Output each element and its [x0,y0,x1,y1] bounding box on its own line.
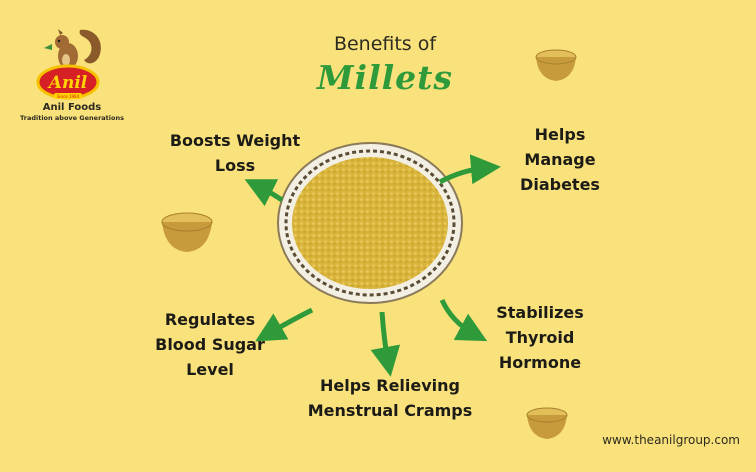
title-line-1: Benefits of [333,33,437,55]
green-arrow-icon [370,311,401,377]
millet-bowl-icon [526,407,568,439]
millet-bowl-icon [535,49,577,81]
benefit-stabilizes-thyroid: Stabilizes Thyroid Hormone [470,301,610,375]
benefit-line: Menstrual Cramps [307,400,473,420]
benefit-menstrual-cramps: Helps Relieving Menstrual Cramps [290,374,490,424]
benefit-line: Helps Relieving [319,376,461,395]
logo-company-name: Anil Foods [42,102,102,113]
benefit-line: Stabilizes [496,303,584,322]
brand-badge-text: Anil [47,73,88,93]
benefit-boosts-weight-loss: Boosts Weight Loss [150,129,320,179]
benefit-line: Level [186,359,234,379]
benefit-line: Thyroid [505,327,575,347]
benefit-line: Loss [214,155,256,175]
squirrel-logo-icon [44,29,101,69]
green-arrow-icon [439,298,488,342]
benefit-line: Diabetes [520,174,600,194]
millet-bowl-icon [161,212,213,252]
benefit-line: Blood Sugar [155,334,265,354]
benefit-line: Regulates [164,310,256,329]
benefit-regulates-blood-sugar: Regulates Blood Sugar Level [140,308,280,382]
brand-badge: Anil Since 1984 [36,64,100,100]
green-arrow-icon [255,307,314,342]
brand-since-text: Since 1984 [57,94,80,99]
logo-tagline: Tradition above Generations [20,114,124,122]
benefit-line: Hormone [498,352,582,372]
benefit-line: Manage [524,149,596,169]
benefit-manage-diabetes: Helps Manage Diabetes [485,123,635,197]
millet-plate [277,142,463,304]
website-url: www.theanilgroup.com [602,433,740,447]
green-arrow-icon [438,154,501,185]
benefit-line: Helps [534,125,586,144]
anil-logo: Anil Since 1984 [36,29,101,100]
benefit-line: Boosts Weight [169,131,301,150]
title-line-2: Millets [317,58,453,97]
green-arrow-icon [244,179,284,207]
